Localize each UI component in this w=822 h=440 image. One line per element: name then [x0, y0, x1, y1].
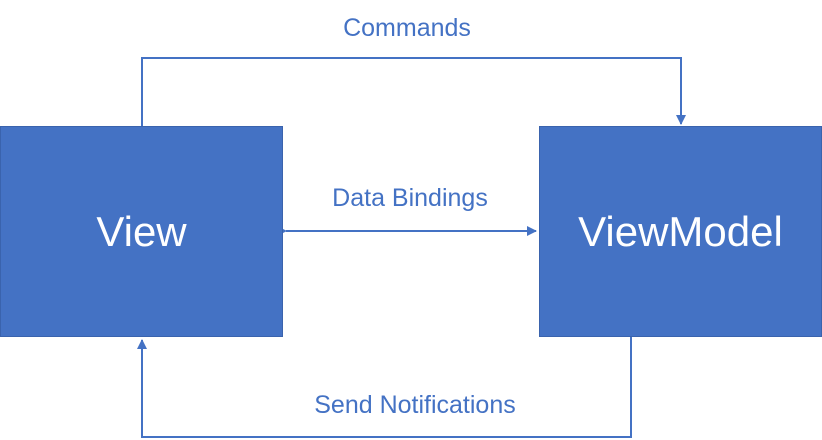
commands-label: Commands [343, 14, 471, 42]
send-notifications-connector [137, 337, 632, 438]
view-node: View [0, 126, 283, 337]
send-notifications-label: Send Notifications [314, 391, 516, 419]
viewmodel-node-label: ViewModel [578, 207, 783, 255]
commands-connector [141, 57, 686, 126]
data-bindings-label: Data Bindings [332, 184, 488, 212]
viewmodel-node: ViewModel [539, 126, 822, 337]
view-node-label: View [96, 207, 187, 255]
